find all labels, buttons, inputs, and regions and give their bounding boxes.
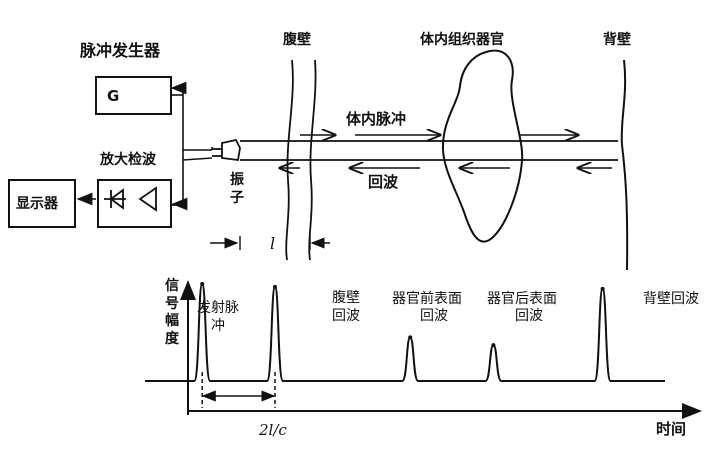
distance-marker [210,236,330,250]
back-wall-line [620,59,629,271]
transducer-label: 振子 [230,172,244,206]
distance-label: l [270,234,276,253]
back-wall-label: 背壁 [603,32,631,48]
peak-abdominal-wall-echo [273,284,277,289]
peak-organ-front-echo [408,335,413,340]
abdominal-wall-label: 腹壁 [283,32,311,48]
display-label: 显示器 [16,196,58,212]
wiring [171,88,213,206]
organ-back-echo-label-2: 回波 [515,308,543,324]
transmit-pulse-label: 发射脉冲 [197,300,239,334]
time-axis-label: 时间 [656,420,687,438]
diode-amplifier-icon [104,186,157,212]
signal-trace [145,282,665,382]
back-wall-echo-label: 背壁回波 [643,291,699,307]
generator-symbol: G [107,87,120,105]
peak-organ-back-echo [491,343,496,348]
ultrasound-beam [240,140,618,161]
peak-transmit-pulse [200,282,205,286]
abdominal-echo-label: 腹壁回波 [332,290,360,324]
organ-back-echo-label-1: 器官后表面 [487,291,557,307]
time-interval-label: 2l/c [259,421,287,439]
amplifier-detector-label: 放大检波 [100,152,156,168]
abdominal-wall-left-line [285,59,294,261]
amplifier-detector-box [97,179,172,228]
internal-organ-label: 体内组织器官 [420,32,504,48]
display-box: 显示器 [8,179,76,228]
organ-outline [441,49,524,243]
peak-back-wall-echo [600,286,605,291]
signal-amplitude-label: 信号幅度 [165,278,179,347]
organ-front-echo-label-2: 回波 [420,308,448,324]
pulse-generator-box: G [95,76,172,115]
organ-front-echo-label-1: 器官前表面 [392,291,462,307]
chart-axes [180,280,702,419]
transducer-icon [212,138,241,162]
internal-pulse-label: 体内脉冲 [346,110,407,128]
pulse-generator-label: 脉冲发生器 [80,41,161,60]
echo-label: 回波 [368,173,399,191]
